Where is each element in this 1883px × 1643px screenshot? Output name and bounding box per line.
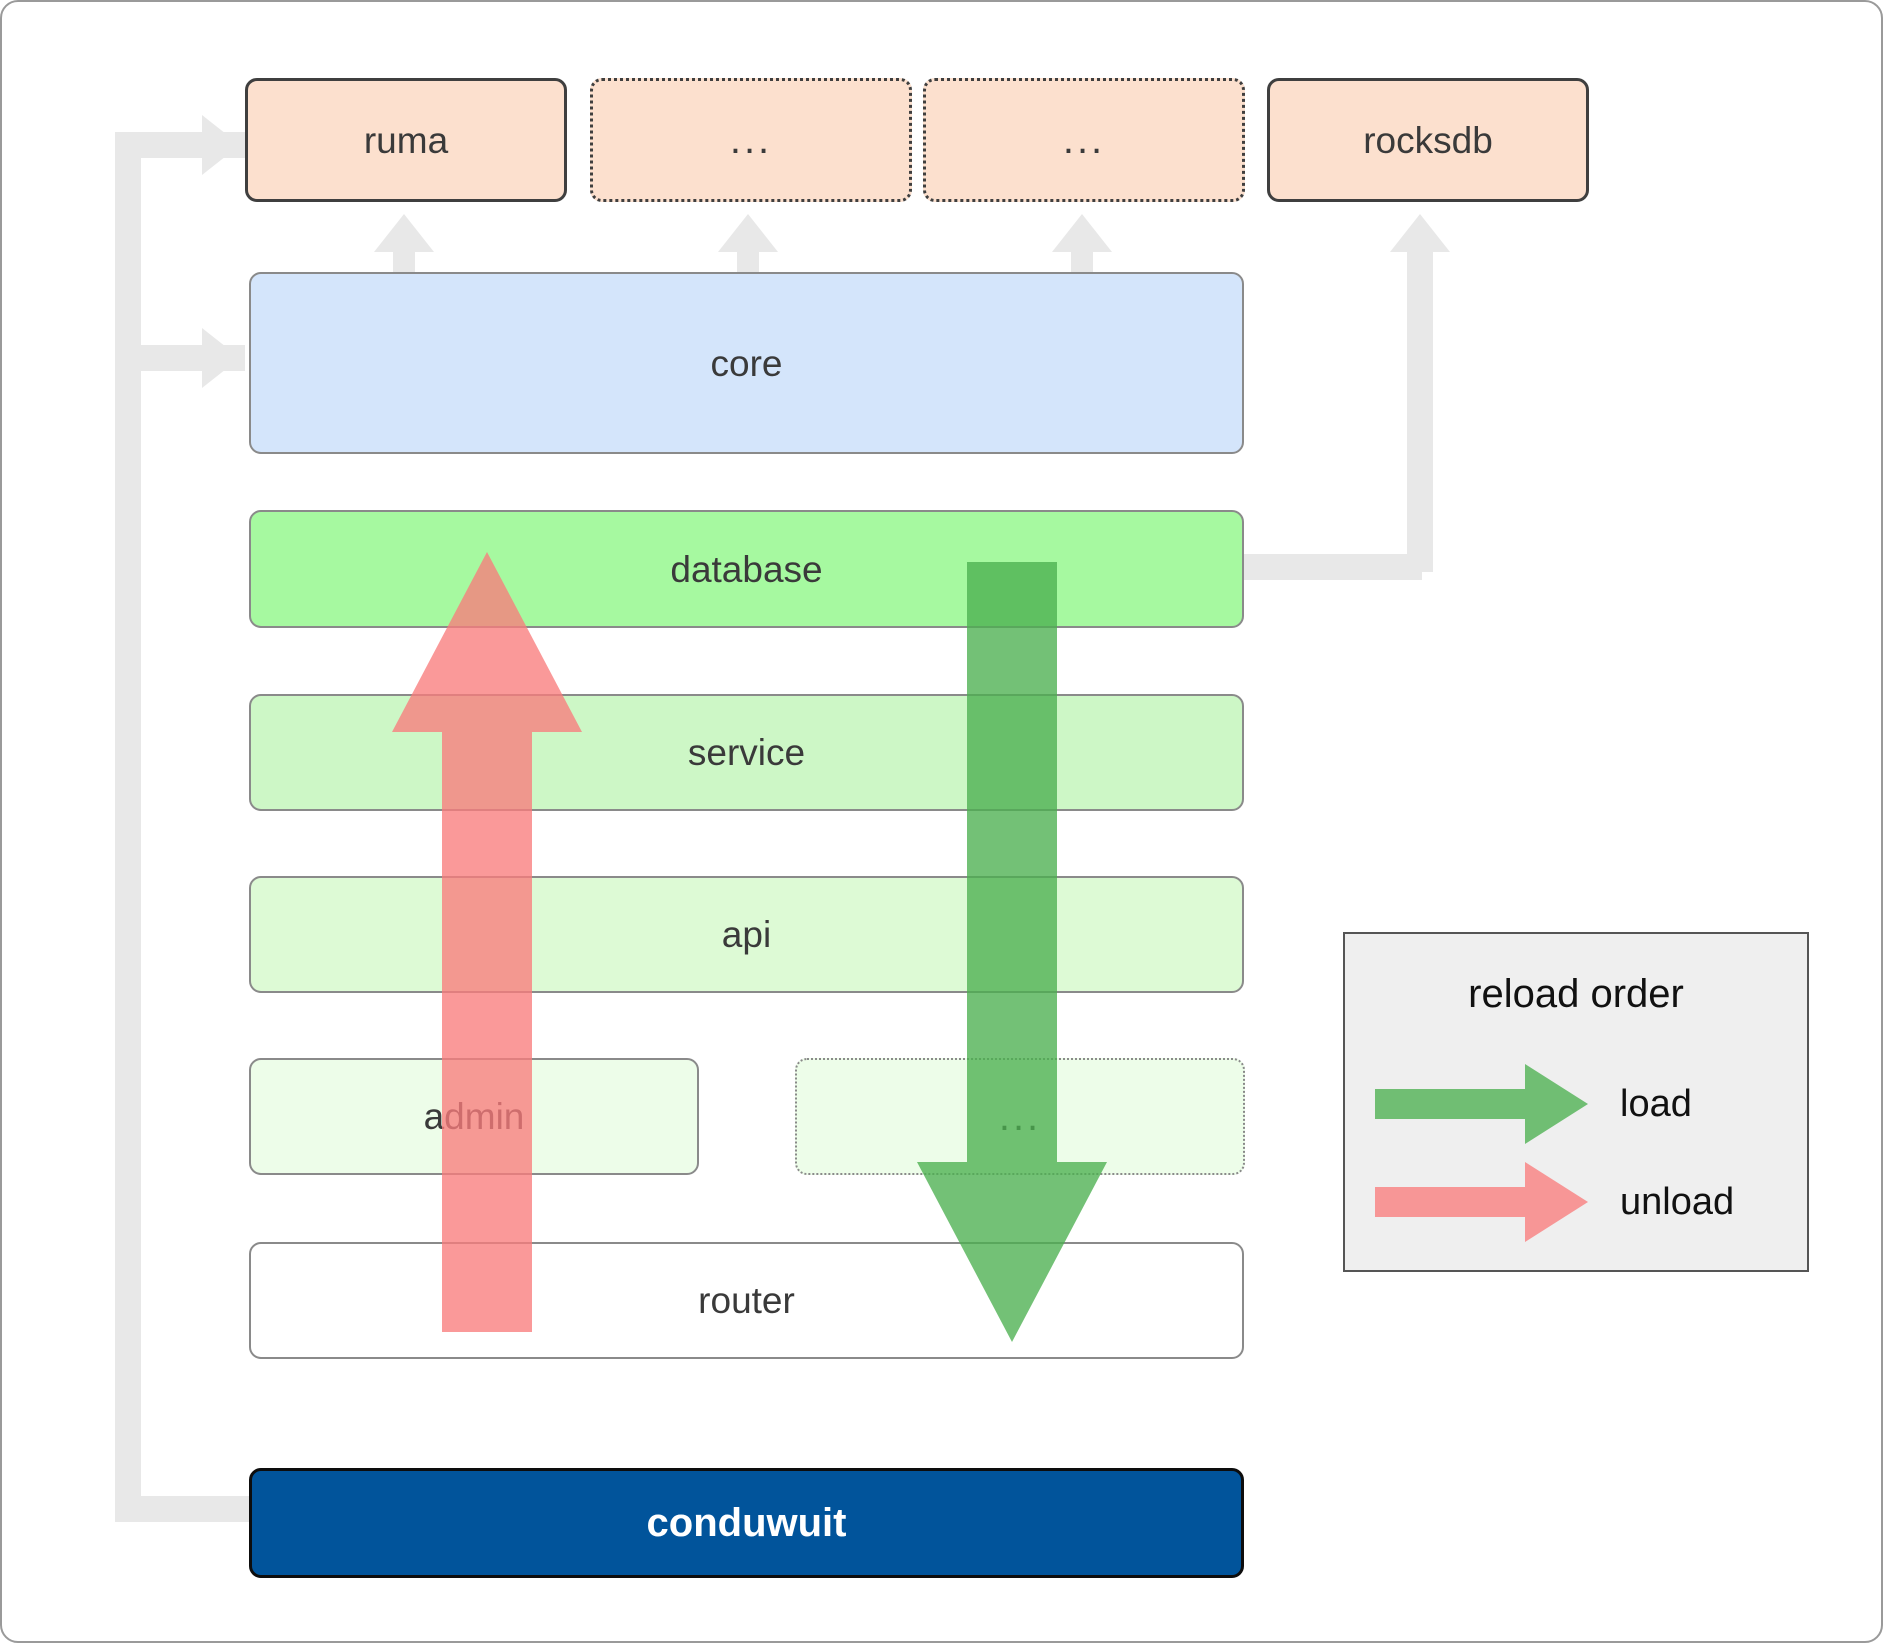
connector-trunk-left bbox=[115, 132, 141, 1522]
legend-unload-arrow-icon bbox=[1375, 1162, 1588, 1242]
connector-arrow-core-ruma bbox=[374, 214, 434, 252]
layer-box-service[interactable]: service bbox=[249, 694, 1244, 811]
binary-box-conduwuit[interactable]: conduwuit bbox=[249, 1468, 1244, 1578]
legend-panel: reload order load unload bbox=[1343, 932, 1809, 1272]
legend-label-load: load bbox=[1620, 1082, 1692, 1125]
dep-box-3[interactable]: ... bbox=[923, 78, 1245, 202]
connector-arrow-core-dep2 bbox=[718, 214, 778, 252]
connector-db-to-rocksdb-h bbox=[1242, 554, 1422, 580]
legend-load-arrow-icon bbox=[1375, 1064, 1588, 1144]
legend-title: reload order bbox=[1468, 972, 1684, 1016]
dep-label-rocksdb: rocksdb bbox=[1363, 119, 1493, 161]
connector-to-conduwuit bbox=[115, 1496, 255, 1522]
legend-label-unload: unload bbox=[1620, 1180, 1735, 1223]
load-flow-arrow bbox=[917, 562, 1107, 1342]
dep-box-2[interactable]: ... bbox=[590, 78, 912, 202]
connector-arrow-rocksdb bbox=[1390, 214, 1450, 252]
dep-label-3: ... bbox=[1062, 118, 1106, 162]
legend-row-load: load bbox=[1375, 1064, 1692, 1144]
connector-db-to-rocksdb-v bbox=[1407, 252, 1433, 572]
unload-flow-arrow bbox=[392, 552, 582, 1332]
connector-arrow-core bbox=[202, 328, 240, 388]
layer-box-core[interactable]: core bbox=[249, 272, 1244, 454]
layer-label-router: router bbox=[698, 1280, 795, 1321]
dep-label-2: ... bbox=[729, 118, 773, 162]
layer-box-api[interactable]: api bbox=[249, 876, 1244, 993]
layer-label-service: service bbox=[687, 732, 806, 773]
connector-arrow-ruma bbox=[202, 115, 240, 175]
layer-label-database: database bbox=[670, 548, 823, 590]
layer-box-router[interactable]: router bbox=[249, 1242, 1244, 1359]
layer-box-database[interactable]: database bbox=[249, 510, 1244, 628]
binary-label-conduwuit: conduwuit bbox=[646, 1501, 847, 1545]
layer-label-core: core bbox=[710, 342, 783, 384]
legend-row-unload: unload bbox=[1375, 1162, 1734, 1242]
dep-label-ruma: ruma bbox=[363, 119, 449, 161]
layer-label-api: api bbox=[721, 914, 772, 955]
connector-arrow-core-dep3 bbox=[1052, 214, 1112, 252]
dep-box-ruma[interactable]: ruma bbox=[245, 78, 567, 202]
dep-box-rocksdb[interactable]: rocksdb bbox=[1267, 78, 1589, 202]
